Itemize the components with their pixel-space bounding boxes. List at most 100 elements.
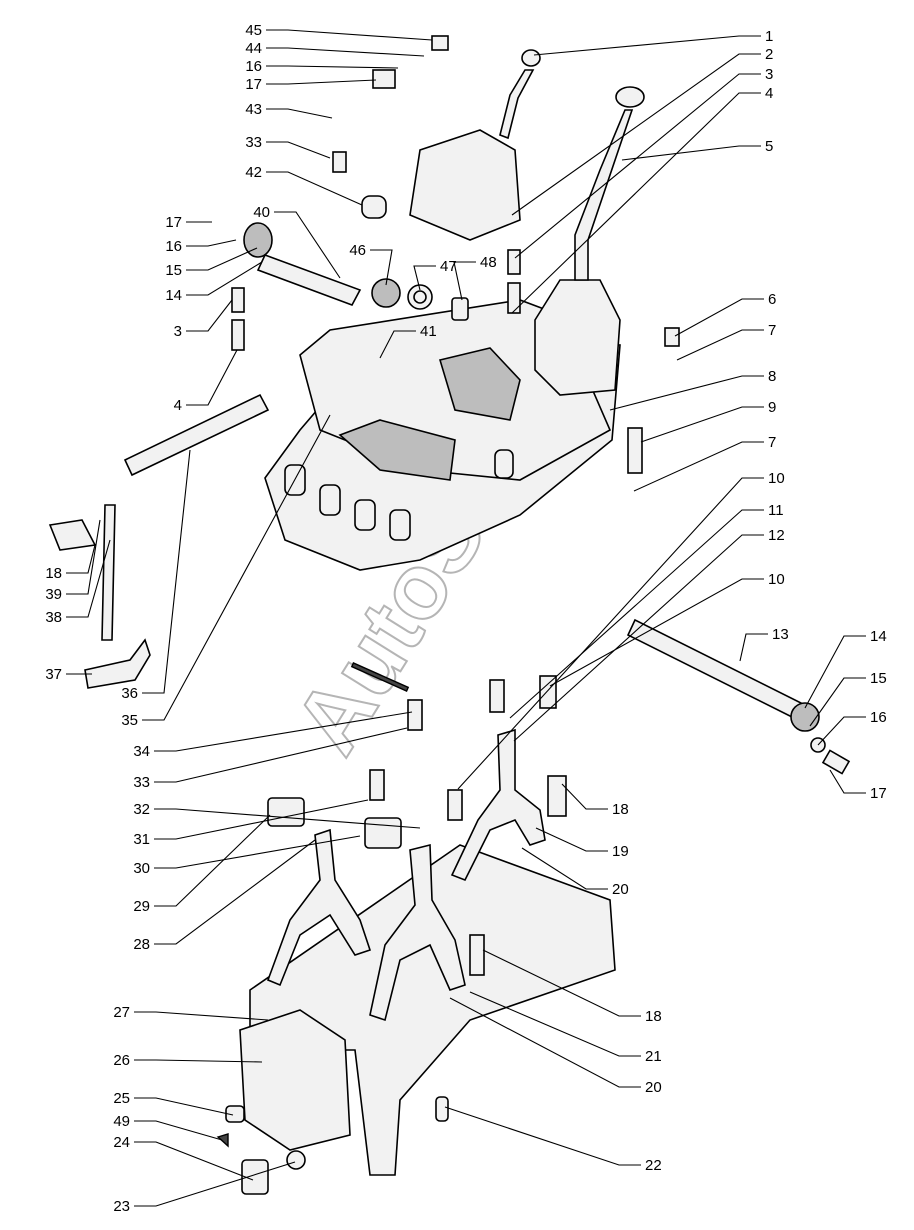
leader-c4b	[186, 349, 238, 406]
leader-c31	[154, 799, 369, 840]
leader-c16b	[817, 716, 866, 746]
callout-c15a: 15	[165, 262, 182, 279]
gear-lever	[574, 109, 634, 281]
rear-cover-lever	[499, 69, 535, 140]
callout-c17b: 17	[870, 785, 887, 802]
leader-c35	[142, 414, 331, 721]
bolt-10-lower	[447, 789, 463, 821]
leader-c7b	[633, 441, 764, 492]
callout-c6: 6	[768, 291, 776, 308]
callout-c16a: 16	[165, 238, 182, 255]
leader-c18a	[561, 783, 608, 810]
callout-c44: 44	[245, 40, 262, 57]
leader-c18b	[482, 949, 641, 1017]
leader-c44	[266, 47, 425, 57]
shift-rod-35	[123, 393, 270, 477]
bolt-33-upper	[332, 151, 347, 173]
pin-34	[350, 662, 410, 692]
leader-c32	[154, 808, 421, 829]
callout-c7a: 7	[768, 322, 776, 339]
shift-linkage	[48, 393, 270, 689]
callout-c38: 38	[45, 609, 62, 626]
leader-c39	[66, 519, 101, 595]
bushing-42	[361, 195, 387, 219]
callout-c7b: 7	[768, 434, 776, 451]
leader-c26	[134, 1059, 263, 1063]
callout-c34: 34	[133, 743, 150, 760]
leader-c16a	[186, 239, 237, 247]
callout-c4a: 4	[765, 85, 773, 102]
leader-c33a	[266, 141, 331, 159]
callout-c31: 31	[133, 831, 150, 848]
link-38	[101, 504, 116, 641]
leader-c20b	[449, 997, 641, 1088]
callout-c3a: 3	[765, 66, 773, 83]
callout-c43: 43	[245, 101, 262, 118]
callout-c17c: 17	[245, 76, 262, 93]
leader-c8	[609, 375, 764, 411]
callout-c4b: 4	[174, 397, 182, 414]
callout-c21: 21	[645, 1048, 662, 1065]
callout-c32: 32	[133, 801, 150, 818]
leader-c13	[739, 633, 768, 662]
leader-c47	[413, 265, 436, 291]
leader-c3a	[514, 73, 761, 259]
bolt-10-right	[539, 675, 557, 709]
side-cover-26	[239, 1009, 351, 1151]
fork-12	[450, 728, 546, 882]
leader-c17c	[266, 79, 377, 85]
leader-c15a	[186, 247, 258, 271]
cover-bosses	[284, 449, 514, 541]
callout-c20b: 20	[645, 1079, 662, 1096]
clip-18-lower	[469, 934, 485, 976]
callout-c37: 37	[45, 666, 62, 683]
callout-c9: 9	[768, 399, 776, 416]
leader-c3b	[186, 299, 233, 332]
leader-c34	[154, 711, 413, 752]
callout-c2: 2	[765, 46, 773, 63]
leader-c43	[266, 108, 333, 119]
callout-c14b: 14	[870, 628, 887, 645]
callout-c17a: 17	[165, 214, 182, 231]
leader-c21	[469, 991, 641, 1057]
callout-c33a: 33	[245, 134, 262, 151]
callout-c33b: 33	[133, 774, 150, 791]
callout-c45: 45	[245, 22, 262, 39]
shaft-40	[256, 253, 362, 306]
callout-c20a: 20	[612, 881, 629, 898]
callout-c47: 47	[440, 258, 457, 275]
callout-c18c: 18	[45, 565, 62, 582]
callout-c10a: 10	[768, 470, 785, 487]
leader-c36	[142, 449, 191, 694]
callout-c27: 27	[113, 1004, 130, 1021]
rear-cover	[409, 129, 521, 241]
leader-c16c	[266, 65, 399, 69]
callout-c16b: 16	[870, 709, 887, 726]
leader-c4a	[511, 92, 761, 314]
callout-c16c: 16	[245, 58, 262, 75]
leader-c46	[370, 249, 393, 286]
leader-c14b	[804, 635, 866, 709]
spring-3-left	[231, 287, 245, 313]
leader-c10a	[457, 477, 764, 790]
callout-c49: 49	[113, 1113, 130, 1130]
upper-cover-assembly	[231, 35, 680, 571]
lever-37	[84, 638, 151, 689]
lower-housing-assembly	[216, 662, 616, 1195]
callout-c36: 36	[121, 685, 138, 702]
leader-c28	[154, 839, 316, 945]
bolt-17-right	[821, 749, 851, 775]
bolt-32	[369, 769, 385, 801]
leader-c22	[444, 1106, 641, 1166]
leader-c48	[453, 261, 476, 301]
callout-c3b: 3	[174, 323, 182, 340]
leader-c14a	[186, 261, 263, 296]
leader-c2	[511, 53, 761, 216]
callout-c23: 23	[113, 1198, 130, 1215]
leader-c29	[154, 814, 271, 907]
leader-c9	[640, 406, 764, 443]
leader-c10b	[549, 578, 764, 687]
leader-c33b	[154, 727, 408, 783]
callout-c13: 13	[772, 626, 789, 643]
clip-18-mid	[547, 775, 567, 817]
